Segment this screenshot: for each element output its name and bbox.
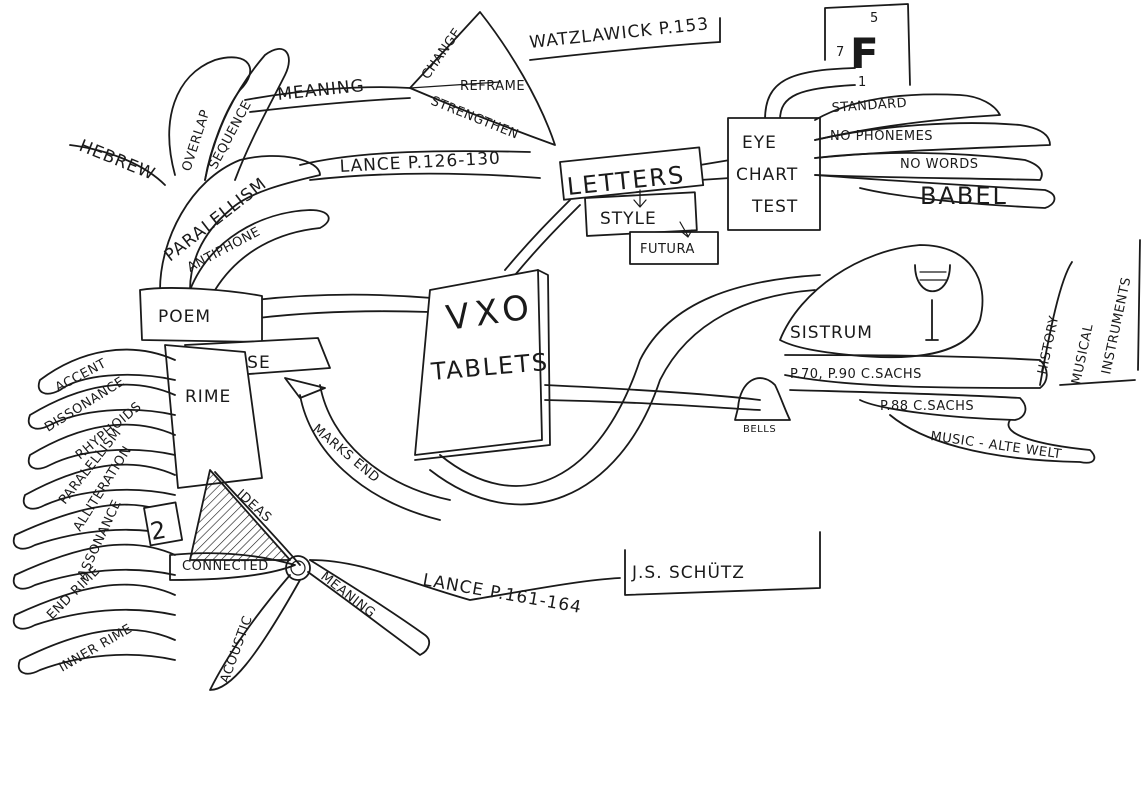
f-num-left: 7 xyxy=(836,45,845,60)
central-topic: VXO TABLETS xyxy=(414,269,551,461)
bell-icon: BELLS xyxy=(734,377,791,435)
rime-leaf-shape xyxy=(27,423,176,470)
lance-126-label: LANCE P.126-130 xyxy=(339,149,501,177)
sistrum-label: SISTRUM xyxy=(790,323,873,343)
change-label: CHANGE xyxy=(419,26,465,83)
marks-end-label: MARKS END xyxy=(309,422,382,487)
test-label: TEST xyxy=(751,197,798,217)
sequence-label: SEQUENCE xyxy=(206,98,255,172)
ideas-branch: 2 IDEAS CONNECTED ACOUSTIC MEANING LANCE… xyxy=(143,469,821,691)
rime-leaf-shape xyxy=(12,543,176,590)
rime-leaf-shape xyxy=(17,628,176,675)
reframe-label: REFRAME xyxy=(460,79,525,94)
no-phonemes-label: NO PHONEMES xyxy=(830,129,933,144)
rime-leaf-shape xyxy=(27,383,176,430)
f-num-bottom: 1 xyxy=(858,75,867,90)
number-label: 2 xyxy=(148,515,170,546)
rime-label: RIME xyxy=(185,387,231,407)
history-label: HISTORY xyxy=(1035,314,1062,376)
strengthen-label: STRENGTHEN xyxy=(429,94,521,143)
musical-label: MUSICAL xyxy=(1069,322,1097,386)
connector-ribbons xyxy=(254,67,856,521)
hebrew-label: HEBREW xyxy=(76,136,158,185)
connected-label: CONNECTED xyxy=(182,559,269,574)
rime-leaf-shape xyxy=(37,348,176,395)
sachs-1-label: P.70, P.90 C.SACHS xyxy=(790,367,922,382)
chart-label: CHART xyxy=(736,165,798,185)
sistrum-branch: SISTRUM BELLS P.70, P.90 C.SACHS P.88 C.… xyxy=(734,239,1141,464)
meaning-label: MEANING xyxy=(276,76,365,105)
lance-161-label: LANCE P.161-164 xyxy=(421,570,583,618)
futura-label: FUTURA xyxy=(640,242,695,257)
poem-branch: HEBREW OVERLAP SEQUENCE PARALELLISM ANTI… xyxy=(69,48,382,489)
rime-list-item: INNER RIME xyxy=(57,621,135,675)
rime-leaf-shape xyxy=(12,583,176,630)
instruments-label: INSTRUMENTS xyxy=(1099,276,1134,376)
poem-label: POEM xyxy=(158,307,211,327)
standard-label: STANDARD xyxy=(831,96,907,116)
alte-welt-label: MUSIC - ALTE WELT xyxy=(929,429,1062,462)
eye-label: EYE xyxy=(742,133,777,153)
sachs-2-label: P.88 C.SACHS xyxy=(880,399,974,414)
sistrum-icon xyxy=(914,264,951,341)
f-letter: F xyxy=(850,29,879,78)
babel-label: BABEL xyxy=(920,182,1008,210)
no-words-label: NO WORDS xyxy=(900,157,978,172)
watzlawick-label: WATZLAWICK P.153 xyxy=(528,14,710,53)
f-num-top: 5 xyxy=(870,11,879,26)
style-label: STYLE xyxy=(600,209,657,229)
rime-leaf-shape xyxy=(12,503,176,550)
ideas-meaning-label: MEANING xyxy=(318,569,379,621)
schutz-label: J.S. SCHÜTZ xyxy=(631,561,745,583)
letters-branch: LETTERS STYLE FUTURA xyxy=(559,146,719,265)
eye-chart-branch: EYE CHART TEST F 7 5 1 STANDARD NO PHONE… xyxy=(727,3,1056,231)
rime-leaf-shape xyxy=(22,463,176,510)
bells-label: BELLS xyxy=(743,424,776,435)
